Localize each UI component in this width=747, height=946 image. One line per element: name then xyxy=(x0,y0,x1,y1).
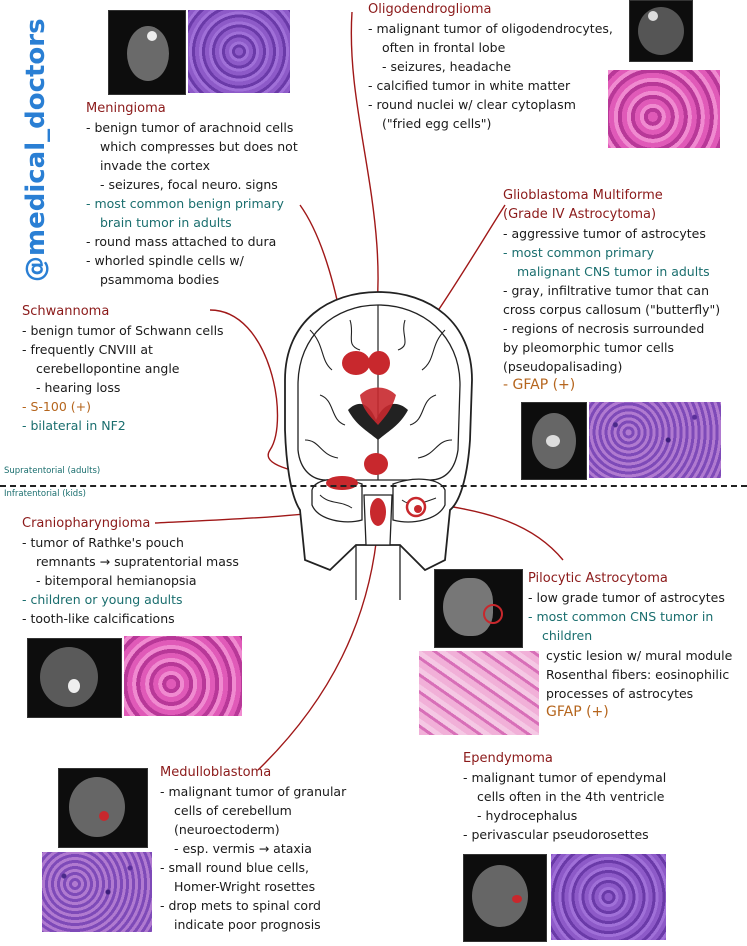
pilocytic-line: - low grade tumor of astrocytes xyxy=(528,590,725,605)
glioblastoma-line: by pleomorphic tumor cells xyxy=(503,340,674,355)
meningioma-line: - round mass attached to dura xyxy=(86,234,277,249)
oligodendroglioma-line: - calcified tumor in white matter xyxy=(368,78,571,93)
glioblastoma-line: - regions of necrosis surrounded xyxy=(503,321,705,336)
ependymoma-line: - hydrocephalus xyxy=(477,808,578,823)
oligodendroglioma-histology xyxy=(608,70,720,148)
meningioma-title: Meningioma xyxy=(86,101,166,116)
pilocytic-histology xyxy=(419,651,539,735)
medulloblastoma-line: - esp. vermis → ataxia xyxy=(174,841,312,856)
ependymoma-mri xyxy=(463,854,547,942)
schwannoma-line: - benign tumor of Schwann cells xyxy=(22,323,224,338)
pilocytic-mri xyxy=(434,569,523,648)
glioblastoma-line: cross corpus callosum ("butterfly") xyxy=(503,302,721,317)
pilocytic-teal2: children xyxy=(542,628,593,643)
meningioma-line: brain tumor in adults xyxy=(100,215,232,230)
pilocytic-line: processes of astrocytes xyxy=(546,686,694,701)
medulloblastoma-line: cells of cerebellum xyxy=(174,803,292,818)
meningioma-line: which compresses but does not xyxy=(100,139,298,154)
medulloblastoma-line: Homer-Wright rosettes xyxy=(174,879,316,894)
craniopharyngioma-block: Craniopharyngioma - tumor of Rathke's po… xyxy=(22,514,239,628)
oligodendroglioma-line: - malignant tumor of oligodendrocytes, xyxy=(368,21,613,36)
oligodendroglioma-ct xyxy=(629,0,693,62)
medulloblastoma-line: - small round blue cells, xyxy=(160,860,310,875)
craniopharyngioma-mri xyxy=(27,638,122,718)
meningioma-mri xyxy=(108,10,186,95)
ependymoma-line: - perivascular pseudorosettes xyxy=(463,827,649,842)
oligodendroglioma-line: - round nuclei w/ clear cytoplasm xyxy=(368,97,576,112)
medulloblastoma-histology xyxy=(42,852,152,932)
craniopharyngioma-title: Craniopharyngioma xyxy=(22,516,151,531)
ependymoma-histology xyxy=(551,854,666,940)
schwannoma-block: Schwannoma - benign tumor of Schwann cel… xyxy=(22,302,224,435)
glioblastoma-line: malignant CNS tumor in adults xyxy=(517,264,710,279)
schwannoma-line: - frequently CNVIII at xyxy=(22,342,153,357)
craniopharyngioma-line: - bitemporal hemianopsia xyxy=(36,573,197,588)
glioblastoma-line: (pseudopalisading) xyxy=(503,359,623,374)
glioblastoma-title: Glioblastoma Multiforme xyxy=(503,188,663,203)
glioblastoma-histology xyxy=(589,402,721,478)
ependymoma-title: Ependymoma xyxy=(463,751,553,766)
glioblastoma-line: - gray, infiltrative tumor that can xyxy=(503,283,710,298)
glioblastoma-mri xyxy=(521,402,587,480)
craniopharyngioma-teal: - children or young adults xyxy=(22,592,183,607)
pilocytic-line: cystic lesion w/ mural module xyxy=(546,648,733,663)
schwannoma-s100: - S-100 (+) xyxy=(22,399,91,414)
pilocytic-teal1: - most common CNS tumor in xyxy=(528,609,714,624)
pilocytic-line: Rosenthal fibers: eosinophilic xyxy=(546,667,730,682)
ependymoma-block: Ependymoma - malignant tumor of ependyma… xyxy=(463,749,666,844)
glioblastoma-gfap: - GFAP (+) xyxy=(503,377,576,393)
ependymoma-line: cells often in the 4th ventricle xyxy=(477,789,665,804)
medulloblastoma-line: (neuroectoderm) xyxy=(174,822,280,837)
pilocytic-block: Pilocytic Astrocytoma - low grade tumor … xyxy=(528,569,725,645)
glioblastoma-line: - aggressive tumor of astrocytes xyxy=(503,226,706,241)
pilocytic-title: Pilocytic Astrocytoma xyxy=(528,571,668,586)
oligodendroglioma-line: ("fried egg cells") xyxy=(382,116,492,131)
medulloblastoma-title: Medulloblastoma xyxy=(160,765,272,780)
tentorium-divider xyxy=(0,485,747,487)
meningioma-line: psammoma bodies xyxy=(100,272,220,287)
craniopharyngioma-line: - tumor of Rathke's pouch xyxy=(22,535,184,550)
craniopharyngioma-histology xyxy=(124,636,242,716)
oligodendroglioma-line: - seizures, headache xyxy=(382,59,512,74)
schwannoma-line: - hearing loss xyxy=(36,380,121,395)
medulloblastoma-line: - drop mets to spinal cord xyxy=(160,898,321,913)
watermark: @medical_doctors xyxy=(21,18,51,282)
zone-label-infratentorial: Infratentorial (kids) xyxy=(4,489,86,499)
meningioma-histology xyxy=(188,10,290,93)
zone-label-supratentorial: Supratentorial (adults) xyxy=(4,466,101,476)
leader-schwannoma xyxy=(209,309,331,479)
medulloblastoma-line: indicate poor prognosis xyxy=(174,917,321,932)
meningioma-line: - benign tumor of arachnoid cells xyxy=(86,120,294,135)
oligodendroglioma-title: Oligodendroglioma xyxy=(368,2,492,17)
oligodendroglioma-block: Oligodendroglioma - malignant tumor of o… xyxy=(368,0,613,133)
schwannoma-title: Schwannoma xyxy=(22,304,110,319)
medulloblastoma-mri xyxy=(58,768,148,848)
pilocytic-block-2: cystic lesion w/ mural module Rosenthal … xyxy=(546,646,732,722)
watermark-text: @medical_doctors xyxy=(21,18,51,282)
schwannoma-nf2: - bilateral in NF2 xyxy=(22,418,126,433)
glioblastoma-line: - most common primary xyxy=(503,245,655,260)
leader-medulloblastoma xyxy=(257,524,379,771)
meningioma-line: invade the cortex xyxy=(100,158,210,173)
meningioma-line: - seizures, focal neuro. signs xyxy=(100,177,278,192)
meningioma-line: - whorled spindle cells w/ xyxy=(86,253,244,268)
meningioma-line: - most common benign primary xyxy=(86,196,284,211)
meningioma-block: Meningioma - benign tumor of arachnoid c… xyxy=(86,99,298,289)
glioblastoma-block: Glioblastoma Multiforme (Grade IV Astroc… xyxy=(503,186,720,395)
schwannoma-line: cerebellopontine angle xyxy=(36,361,180,376)
ependymoma-line: - malignant tumor of ependymal xyxy=(463,770,667,785)
medulloblastoma-line: - malignant tumor of granular xyxy=(160,784,347,799)
glioblastoma-subtitle: (Grade IV Astrocytoma) xyxy=(503,207,657,222)
craniopharyngioma-line: remnants → supratentorial mass xyxy=(36,554,239,569)
craniopharyngioma-last: - tooth-like calcifications xyxy=(22,611,175,626)
pilocytic-gfap: GFAP (+) xyxy=(546,704,609,720)
medulloblastoma-block: Medulloblastoma - malignant tumor of gra… xyxy=(160,763,346,934)
oligodendroglioma-line: often in frontal lobe xyxy=(382,40,506,55)
